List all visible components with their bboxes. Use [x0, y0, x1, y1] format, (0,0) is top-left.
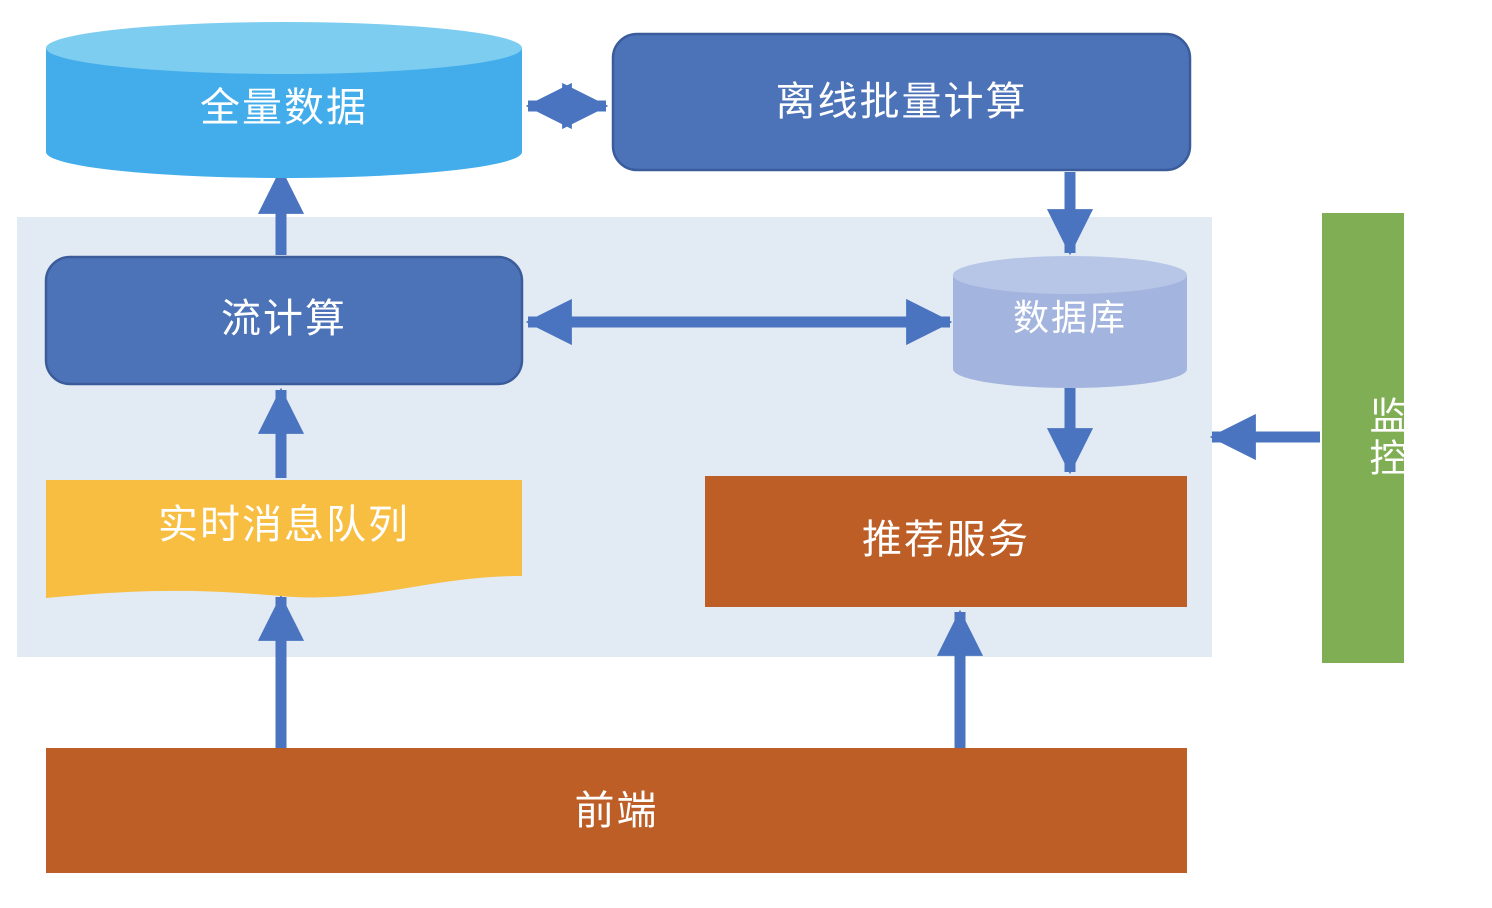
- node-frontend[interactable]: [46, 748, 1187, 873]
- node-offline-batch-compute[interactable]: [611, 32, 1192, 172]
- node-stream-compute[interactable]: [44, 255, 524, 386]
- node-full-data[interactable]: [46, 22, 522, 178]
- node-database[interactable]: [953, 256, 1187, 388]
- node-realtime-message-queue[interactable]: [46, 480, 522, 598]
- node-recommendation-service[interactable]: [705, 476, 1187, 607]
- node-monitoring[interactable]: [1322, 213, 1404, 663]
